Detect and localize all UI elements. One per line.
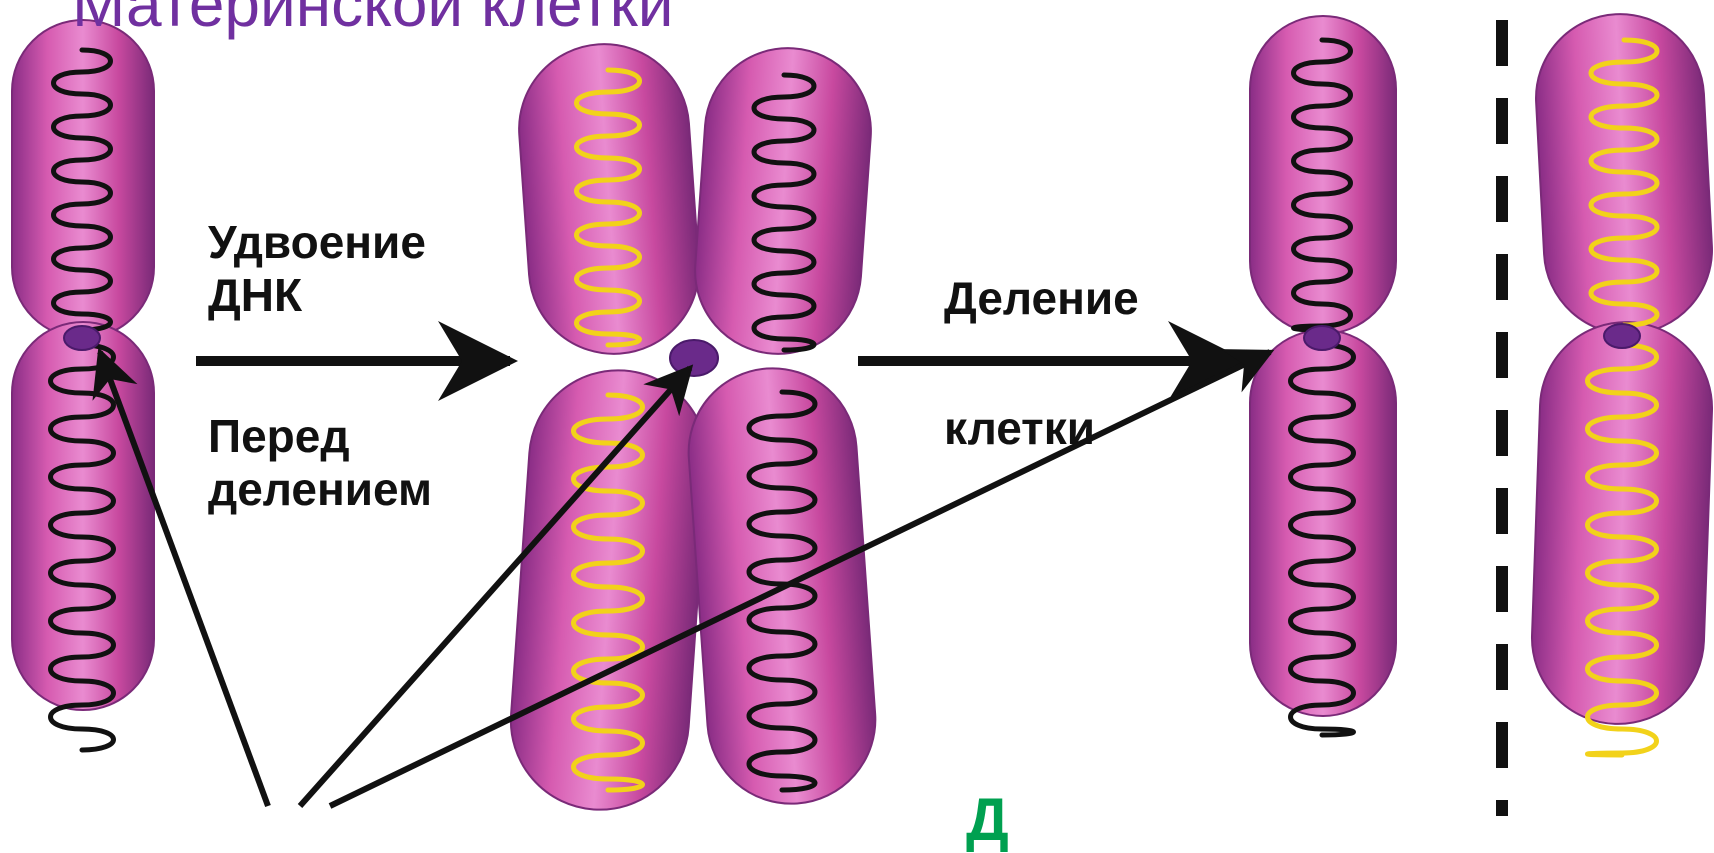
title-text: Материнской клетки bbox=[72, 0, 674, 36]
chromosome-illustration bbox=[0, 0, 1714, 816]
label-cell-division-line1: Деление bbox=[944, 272, 1139, 325]
separator-dash-6 bbox=[1496, 410, 1508, 456]
centromeres bbox=[64, 324, 1640, 376]
separator-dash-10 bbox=[1496, 722, 1508, 768]
bottom-fragment-text: Д bbox=[966, 790, 1009, 850]
separator-dash-8 bbox=[1496, 566, 1508, 612]
chromatid-2 bbox=[12, 322, 154, 710]
separator-dash-1 bbox=[1496, 20, 1508, 66]
separator-dashes bbox=[1496, 20, 1508, 816]
centromere-4 bbox=[1604, 324, 1640, 348]
label-before-division-line2: делением bbox=[208, 463, 432, 516]
label-before-division-line1: Перед bbox=[208, 410, 432, 463]
label-dna-doubling: Удвоение ДНК bbox=[208, 216, 426, 323]
label-dna-doubling-line1: Удвоение bbox=[208, 216, 426, 269]
centromere-2 bbox=[670, 340, 718, 376]
centromere-1 bbox=[64, 326, 100, 350]
centromere-3 bbox=[1304, 326, 1340, 350]
separator-dash-5 bbox=[1496, 332, 1508, 378]
separator-dash-4 bbox=[1496, 254, 1508, 300]
chromatid-4 bbox=[690, 43, 877, 360]
chromatid-5 bbox=[505, 364, 713, 815]
chromatid-10 bbox=[1529, 319, 1714, 727]
label-before-division: Перед делением bbox=[208, 410, 432, 517]
diagram: Материнской клетки Удвоение ДНК Перед де… bbox=[0, 0, 1714, 816]
separator-dash-11 bbox=[1496, 800, 1508, 816]
separator-dash-3 bbox=[1496, 176, 1508, 222]
label-cell-division-line2: клетки bbox=[944, 402, 1095, 455]
label-dna-doubling-line2: ДНК bbox=[208, 269, 426, 322]
separator-dash-2 bbox=[1496, 98, 1508, 144]
separator-dash-9 bbox=[1496, 644, 1508, 690]
separator-dash-7 bbox=[1496, 488, 1508, 534]
